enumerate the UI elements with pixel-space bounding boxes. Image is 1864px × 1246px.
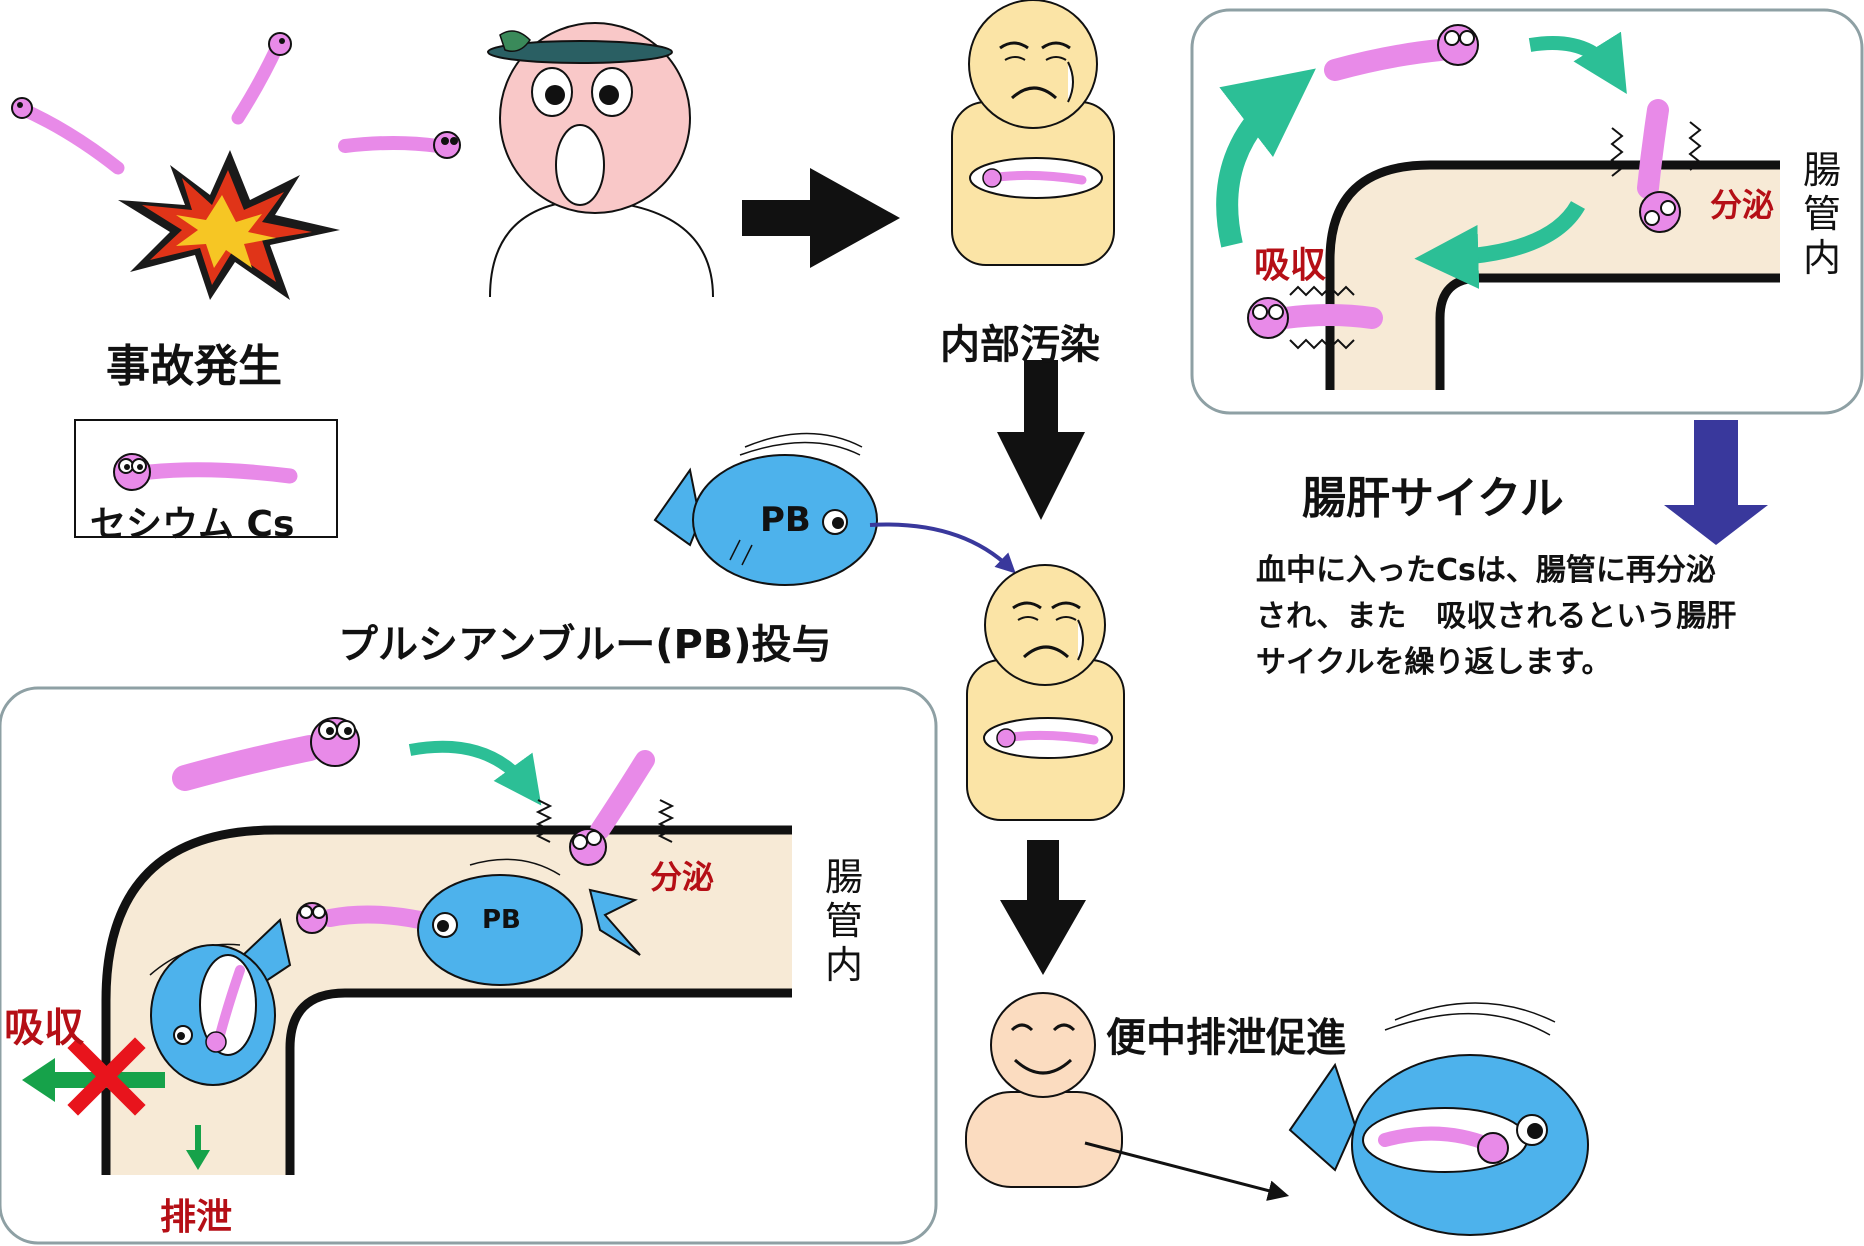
enterohepatic-description-line: され、また 吸収されるという腸肝 <box>1256 599 1737 634</box>
intestine-bend-bottom <box>101 825 792 1175</box>
return-cycle-arrow <box>1414 200 1585 289</box>
lumen-label-top: 腸管内 <box>1802 148 1841 280</box>
cesium-legend-label: セシウム Cs <box>90 504 295 545</box>
cesium-worm-flying-top <box>231 32 292 125</box>
pb-fish-lumen-label: PB <box>482 905 521 935</box>
fecal-excretion-label: 便中排泄促進 <box>1106 1015 1346 1061</box>
pb-fish-label: PB <box>760 500 811 540</box>
absorption-label-top: 吸収 <box>1254 245 1327 286</box>
cesium-worm-bottom-top <box>172 717 360 791</box>
pb-fish-icon <box>653 432 878 586</box>
arrow-down-to-pb <box>997 360 1085 520</box>
cesium-legend-worm-icon <box>113 453 298 491</box>
internal-contamination-label: 内部汚染 <box>940 322 1100 368</box>
cesium-worm-top-cycle <box>1324 24 1479 81</box>
happy-person-icon <box>965 992 1123 1188</box>
contaminated-person-icon <box>951 0 1115 266</box>
pb-fish-binding-cesium-icon <box>149 918 292 1086</box>
absorption-blocked-icon <box>22 1037 165 1116</box>
pb-administration-label: プルシアンブルー(PB)投与 <box>338 622 832 668</box>
excretion-label-bottom: 排泄 <box>160 1197 233 1238</box>
enterohepatic-cycle-title: 腸肝サイクル <box>1302 473 1564 524</box>
secretion-arrow-bottom <box>408 740 542 806</box>
pb-fish-lumen-icon <box>417 858 641 986</box>
accident-label: 事故発生 <box>106 341 282 392</box>
lumen-label-bottom: 腸管内 <box>824 855 863 987</box>
absorption-label-bottom: 吸収 <box>4 1005 84 1051</box>
arrow-down-to-excretion <box>1000 840 1086 975</box>
secretion-label-bottom: 分泌 <box>650 858 715 896</box>
absorption-cycle-arrow <box>1216 68 1316 248</box>
cesium-worm-in-lumen <box>296 902 429 934</box>
cycle-explanation-arrow <box>1664 420 1768 545</box>
pb-to-patient-arrow <box>869 522 1016 574</box>
cesium-worm-secreted-bottom <box>535 750 675 866</box>
excretion-arrow-icon <box>186 1125 210 1170</box>
enterohepatic-description-line: サイクルを繰り返します。 <box>1256 645 1612 680</box>
arrow-to-contamination <box>742 168 900 268</box>
explosion-icon <box>118 150 340 300</box>
enterohepatic-description-line: 血中に入ったCsは、腸管に再分泌 <box>1256 553 1716 588</box>
secretion-cycle-arrow <box>1528 31 1627 94</box>
cesium-worm-flying-right <box>338 131 461 159</box>
contaminated-person-pb-icon <box>966 564 1125 821</box>
cesium-worm-absorbed-top <box>1247 285 1383 350</box>
secretion-label-top: 分泌 <box>1710 186 1775 224</box>
enterohepatic-description: 血中に入ったCsは、腸管に再分泌 され、また 吸収されるという腸肝 サイクルを繰… <box>1256 548 1736 686</box>
excretion-pointer-arrow <box>1084 1141 1290 1201</box>
pb-fish-with-cesium-icon <box>1288 1002 1589 1236</box>
surprised-person-icon <box>487 22 714 298</box>
cesium-worm-flying-left <box>11 97 125 175</box>
cesium-worm-secreted-top <box>1610 99 1702 233</box>
